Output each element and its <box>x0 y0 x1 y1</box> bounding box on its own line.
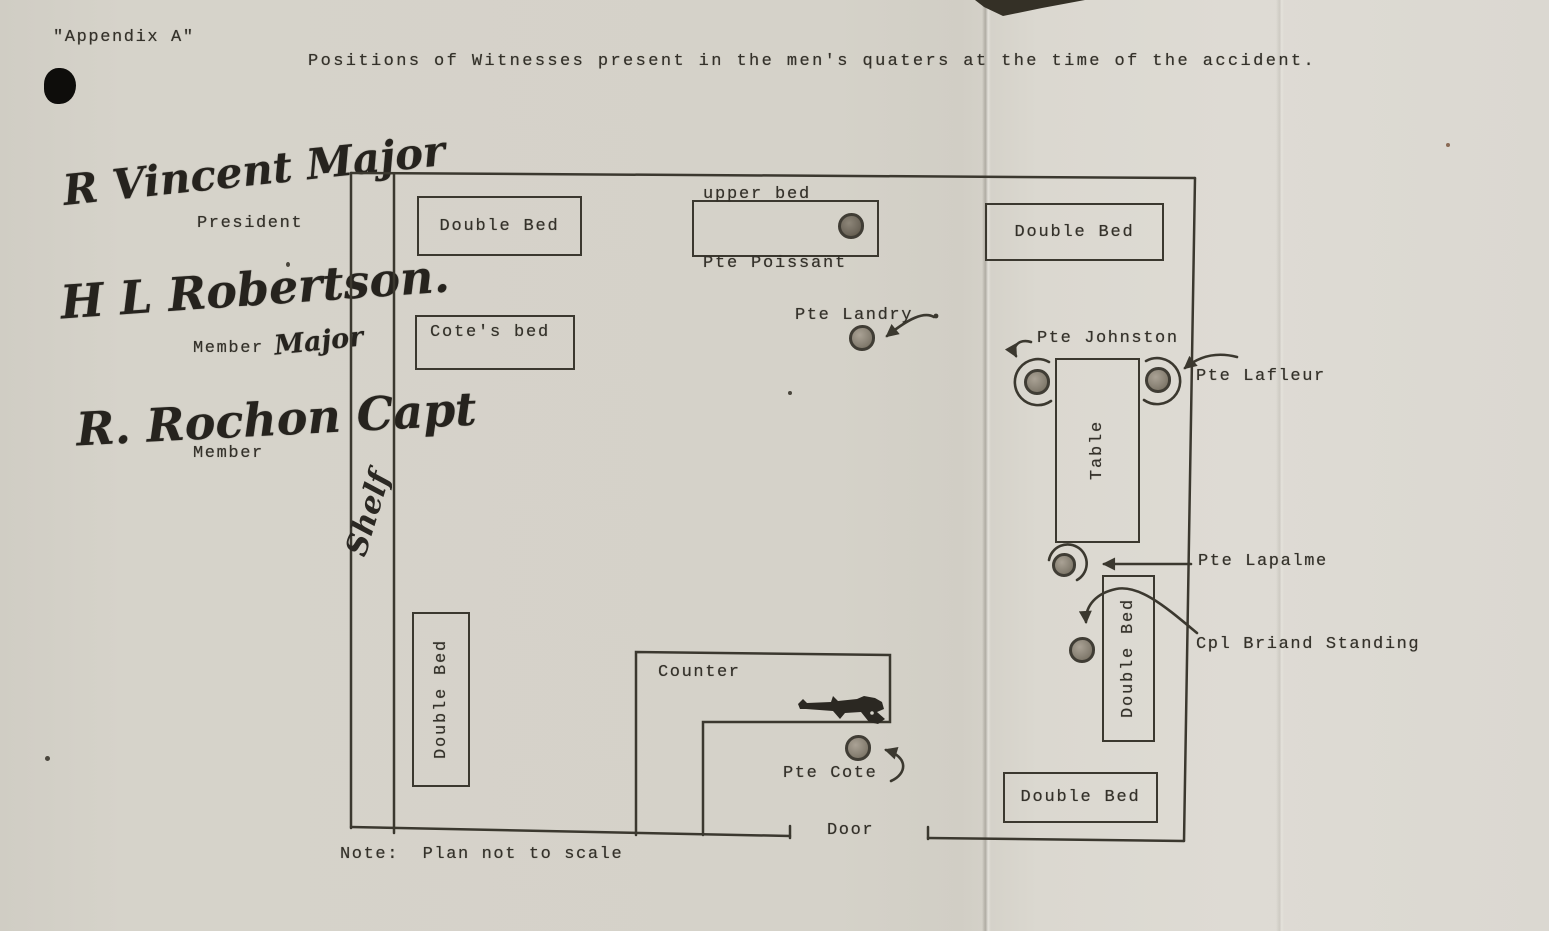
table: Table <box>1055 358 1140 543</box>
bed-right-vertical: Double Bed <box>1102 575 1155 742</box>
bed-right-vertical-label: Double Bed <box>1119 598 1138 719</box>
bed-left-vertical: Double Bed <box>412 612 470 787</box>
bed-top-right-label: Double Bed <box>1014 222 1135 242</box>
ink-speck <box>45 756 50 761</box>
upper-bed-poissant: upper bed Pte Poissant <box>692 185 879 273</box>
note-text: Note: Plan not to scale <box>340 845 624 864</box>
cote-arrow <box>884 747 905 783</box>
shelf-label-wrap: Shelf <box>318 448 418 578</box>
bed-left-vertical-label: Double Bed <box>431 639 451 760</box>
johnston-seat-curve <box>1013 357 1053 407</box>
johnston-position-dot <box>1024 369 1050 395</box>
bed-top-right: Double Bed <box>985 203 1164 261</box>
poissant-position-dot <box>838 213 864 239</box>
landry-position-dot <box>849 325 875 351</box>
door-label: Door <box>827 821 875 840</box>
table-label: Table <box>1088 420 1107 481</box>
landry-label: Pte Landry <box>795 306 914 325</box>
counter-label: Counter <box>658 663 741 682</box>
wall-right <box>1182 176 1197 843</box>
lapalme-position-dot <box>1052 553 1076 577</box>
briand-label: Cpl Briand Standing <box>1196 635 1421 654</box>
cotes-bed: Cote's bed <box>415 315 575 370</box>
lapalme-seat-curve <box>1047 543 1088 582</box>
landry-arrow <box>885 313 936 338</box>
pistol-icon <box>798 696 885 724</box>
ink-speck <box>286 262 290 267</box>
shelf-label: Shelf <box>338 466 398 560</box>
cote-label: Pte Cote <box>783 764 878 783</box>
lafleur-seat-curve <box>1142 356 1182 406</box>
appendix-label: "Appendix A" <box>53 28 195 47</box>
ink-speck <box>1446 143 1450 147</box>
bed-top-left-label: Double Bed <box>439 216 560 236</box>
cote-position-dot <box>845 735 871 761</box>
lapalme-label: Pte Lapalme <box>1198 552 1328 571</box>
cotes-bed-label: Cote's bed <box>430 323 551 342</box>
signature-role-president: President <box>197 214 304 233</box>
page-title: Positions of Witnesses present in the me… <box>308 52 1317 71</box>
upper-bed-label-line1: upper bed <box>703 184 812 204</box>
johnston-label: Pte Johnston <box>1037 329 1179 348</box>
upper-bed-label-line2: Pte Poissant <box>703 253 848 273</box>
briand-arrow <box>1078 587 1199 635</box>
paper-tear <box>975 0 1085 16</box>
briand-position-dot <box>1069 637 1095 663</box>
wall-bottom-left-segment <box>349 825 792 838</box>
bed-top-left: Double Bed <box>417 196 582 256</box>
lafleur-label: Pte Lafleur <box>1196 367 1326 386</box>
annotation-arrows <box>884 313 1239 783</box>
room-walls <box>349 171 1197 843</box>
wall-top <box>349 171 1197 180</box>
hole-punch-mark <box>44 68 76 104</box>
lafleur-arrow <box>1183 353 1239 370</box>
lafleur-position-dot <box>1145 367 1171 393</box>
counter-outline <box>634 650 892 837</box>
fold-crease-center <box>982 0 991 931</box>
wall-bottom-right-segment <box>926 836 1186 843</box>
fold-crease-right <box>1276 0 1284 931</box>
johnston-arrow <box>1004 339 1033 358</box>
signature-role-member-1: Member <box>193 339 264 358</box>
signature-role-member-2: Member <box>193 444 264 463</box>
bed-bottom-right: Double Bed <box>1003 772 1158 823</box>
bed-bottom-right-label: Double Bed <box>1020 788 1141 807</box>
landry-arrow-tail <box>933 313 939 319</box>
ink-speck <box>788 391 792 395</box>
